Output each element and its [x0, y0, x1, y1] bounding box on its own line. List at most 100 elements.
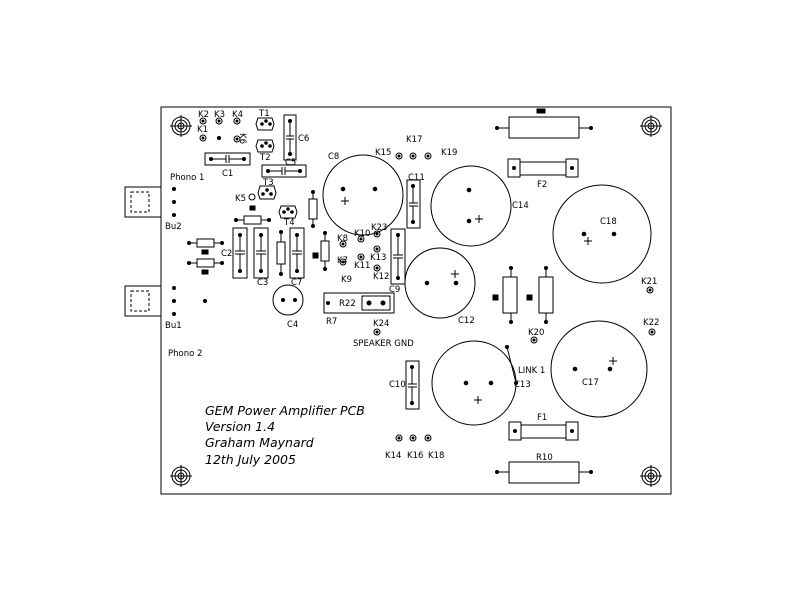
label-k5: K5 [235, 194, 246, 204]
terminal-pads-k14-k18 [395, 434, 432, 442]
title-line-1: GEM Power Amplifier PCB [205, 403, 365, 418]
capacitor-c3 [253, 227, 269, 279]
mounting-hole-bottom-left [170, 465, 192, 487]
label-r7: R7 [326, 317, 337, 327]
label-c3: C3 [257, 278, 268, 288]
label-t2: T2 [259, 153, 271, 163]
resistor-top-right [495, 108, 593, 139]
label-phono1: Phono 1 [170, 173, 204, 183]
label-c9: C9 [389, 285, 400, 295]
label-k13: K13 [370, 253, 386, 263]
mounting-hole-bottom-right [640, 465, 662, 487]
mounting-hole-top-left [170, 115, 192, 137]
label-k9: K9 [341, 275, 352, 285]
label-k19: K19 [441, 148, 457, 158]
capacitor-c13 [431, 340, 517, 426]
transistor-t1 [255, 117, 275, 131]
resistor-small-left-2 [187, 258, 224, 275]
label-c1: C1 [222, 169, 233, 179]
label-k3: K3 [214, 110, 225, 120]
fuse-f2 [507, 158, 579, 178]
label-k24: K24 [373, 319, 389, 329]
capacitor-c2 [232, 227, 248, 279]
connector-bu2 [124, 186, 176, 218]
label-c13: C13 [514, 380, 531, 390]
label-k15: K15 [375, 148, 391, 158]
capacitor-c10 [405, 360, 420, 410]
capacitor-c1 [204, 152, 251, 166]
resistor-r7 [323, 292, 395, 314]
transistor-t4 [278, 205, 298, 219]
capacitor-c5 [261, 164, 307, 178]
label-k7: K7 [337, 256, 348, 266]
label-k20: K20 [528, 328, 544, 338]
label-k17: K17 [406, 135, 422, 145]
label-t3: T3 [262, 178, 274, 188]
terminal-pads-right [530, 286, 656, 344]
label-k12: K12 [373, 272, 389, 282]
title-line-2: Version 1.4 [205, 419, 275, 434]
capacitor-c4 [272, 284, 304, 316]
label-k22: K22 [643, 318, 659, 328]
label-k14: K14 [385, 451, 401, 461]
capacitor-c17 [550, 320, 648, 418]
resistor-vertical-2 [308, 190, 318, 228]
terminal-pads-middle [339, 230, 381, 272]
label-c7: C7 [291, 278, 302, 288]
label-speaker-gnd: SPEAKER GND [353, 339, 414, 349]
label-c2: C2 [221, 249, 232, 259]
capacitor-c18 [552, 184, 652, 284]
capacitor-c9 [390, 228, 406, 285]
label-k23: K23 [371, 223, 387, 233]
transistor-t2 [255, 139, 275, 153]
link-1 [505, 345, 518, 385]
label-k1: K1 [197, 125, 208, 135]
label-c5: C5 [285, 158, 296, 168]
label-k6: K6 [237, 133, 247, 144]
terminal-pad-k5 [248, 193, 256, 201]
label-bu1: Bu1 [165, 321, 182, 331]
title-line-4: 12th July 2005 [205, 452, 296, 467]
title-line-3: Graham Maynard [205, 435, 314, 450]
label-f1: F1 [537, 413, 547, 423]
label-c10: C10 [389, 380, 406, 390]
label-bu2: Bu2 [165, 222, 182, 232]
label-k11: K11 [354, 261, 370, 271]
label-phono2: Phono 2 [168, 349, 202, 359]
label-r22: R22 [339, 299, 356, 309]
capacitor-c12 [404, 247, 476, 319]
label-k18: K18 [428, 451, 444, 461]
label-k4: K4 [232, 110, 243, 120]
fuse-f1 [508, 421, 579, 441]
label-k10: K10 [354, 229, 370, 239]
label-c17: C17 [582, 378, 599, 388]
resistor-r10 [495, 461, 593, 484]
resistor-vertical-1 [276, 230, 286, 276]
connector-bu1 [124, 285, 207, 317]
label-f2: F2 [537, 180, 547, 190]
label-t1: T1 [258, 109, 270, 119]
label-c8: C8 [328, 152, 339, 162]
terminal-pads-k15-k19 [395, 152, 432, 160]
resistor-vertical-3 [312, 231, 330, 271]
label-c6: C6 [298, 134, 309, 144]
label-c4: C4 [287, 320, 298, 330]
label-r10: R10 [536, 453, 553, 463]
speaker-gnd-terminal [361, 295, 391, 336]
label-k2: K2 [198, 110, 209, 120]
label-link1: LINK 1 [518, 366, 545, 376]
resistor-horizontal-t3 [234, 205, 271, 225]
capacitor-c14 [430, 165, 512, 247]
mounting-hole-top-right [640, 115, 662, 137]
label-c11: C11 [408, 173, 425, 183]
capacitor-c11 [406, 179, 421, 229]
capacitor-c7 [289, 227, 305, 279]
label-c18: C18 [600, 217, 617, 227]
capacitor-c6 [283, 114, 297, 161]
label-c14: C14 [512, 201, 529, 211]
resistor-vertical-mid-1 [492, 266, 518, 324]
label-c12: C12 [458, 316, 475, 326]
label-t4: T4 [283, 218, 295, 228]
label-k8: K8 [337, 234, 348, 244]
